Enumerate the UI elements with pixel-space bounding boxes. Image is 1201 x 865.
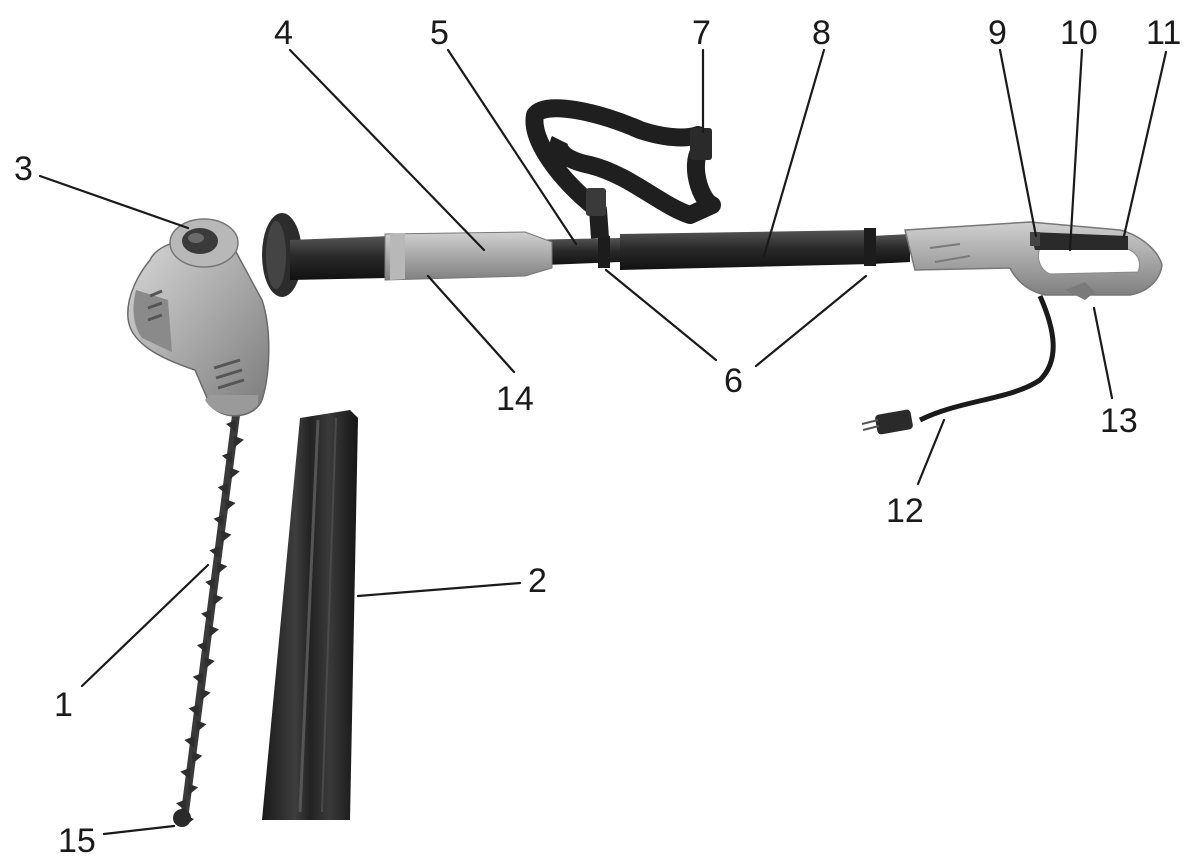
blade-tooth	[229, 467, 240, 480]
blade-tooth	[188, 783, 199, 796]
blade-tooth	[213, 514, 224, 527]
leader-6a	[604, 268, 718, 362]
callout-9: 9	[988, 14, 1007, 52]
leader-14	[426, 274, 516, 374]
callout-1: 1	[54, 686, 73, 724]
leader-10	[1068, 48, 1084, 252]
callout-11: 11	[1146, 14, 1181, 52]
callout-2: 2	[528, 562, 547, 600]
callout-10: 10	[1060, 14, 1098, 52]
callout-5: 5	[430, 14, 449, 52]
rear-handle	[904, 221, 1163, 300]
blade-tooth	[204, 657, 215, 669]
blade-tooth	[217, 562, 228, 575]
blade-tooth	[192, 751, 203, 764]
callout-15: 15	[58, 822, 96, 860]
leader-3	[38, 174, 190, 230]
leader-1	[80, 563, 210, 688]
leader-4	[288, 48, 486, 252]
blade-tooth	[205, 578, 216, 590]
leader-12	[916, 418, 946, 486]
power-cable	[861, 294, 1056, 435]
blade-tooth	[184, 736, 195, 748]
blade-tooth	[208, 625, 219, 638]
blade-tooth	[225, 499, 236, 511]
blade-tooth	[196, 641, 207, 654]
callout-4: 4	[274, 14, 293, 52]
adjustment-sleeve	[384, 231, 553, 281]
blade-tooth	[188, 704, 199, 717]
blade-tooth	[233, 435, 244, 448]
leader-8	[762, 48, 826, 258]
blade-tooth	[176, 799, 187, 812]
angle-adjust-knob	[169, 218, 239, 268]
callout-8: 8	[812, 14, 831, 52]
callout-14: 14	[496, 380, 534, 418]
blade-tooth	[201, 609, 212, 622]
leader-5	[446, 48, 578, 246]
callout-7: 7	[692, 14, 711, 52]
leader-lines	[38, 48, 1168, 836]
blade-tip	[173, 809, 191, 827]
blade-tooth	[200, 688, 211, 701]
blade-cover	[262, 410, 358, 820]
blade-tooth	[217, 483, 228, 496]
callout-3: 3	[14, 150, 33, 188]
lock-rings	[598, 228, 876, 268]
blade-tooth	[221, 451, 232, 464]
leader-9	[998, 48, 1038, 238]
leader-6b	[754, 274, 868, 368]
blade-teeth	[176, 420, 244, 827]
blade-tooth	[226, 420, 236, 432]
cutting-blade	[173, 415, 244, 827]
shoulder-strap	[525, 99, 721, 239]
blade-tooth	[209, 546, 220, 559]
blade-tooth	[221, 530, 232, 543]
leader-15	[102, 824, 176, 836]
motor-housing	[127, 238, 270, 417]
leader-11	[1122, 50, 1168, 238]
blade-tooth	[192, 672, 203, 685]
leader-13	[1092, 306, 1114, 400]
callout-13: 13	[1100, 402, 1138, 440]
callout-6: 6	[724, 362, 743, 400]
blade-tooth	[213, 593, 224, 606]
blade-tooth	[180, 767, 191, 780]
callout-12: 12	[886, 492, 924, 530]
callout-labels: 3 4 5 7 8 9 10 11 6 14 13 12 2 1 15	[14, 14, 1181, 860]
blade-tooth	[196, 720, 207, 733]
leader-2	[356, 581, 522, 598]
